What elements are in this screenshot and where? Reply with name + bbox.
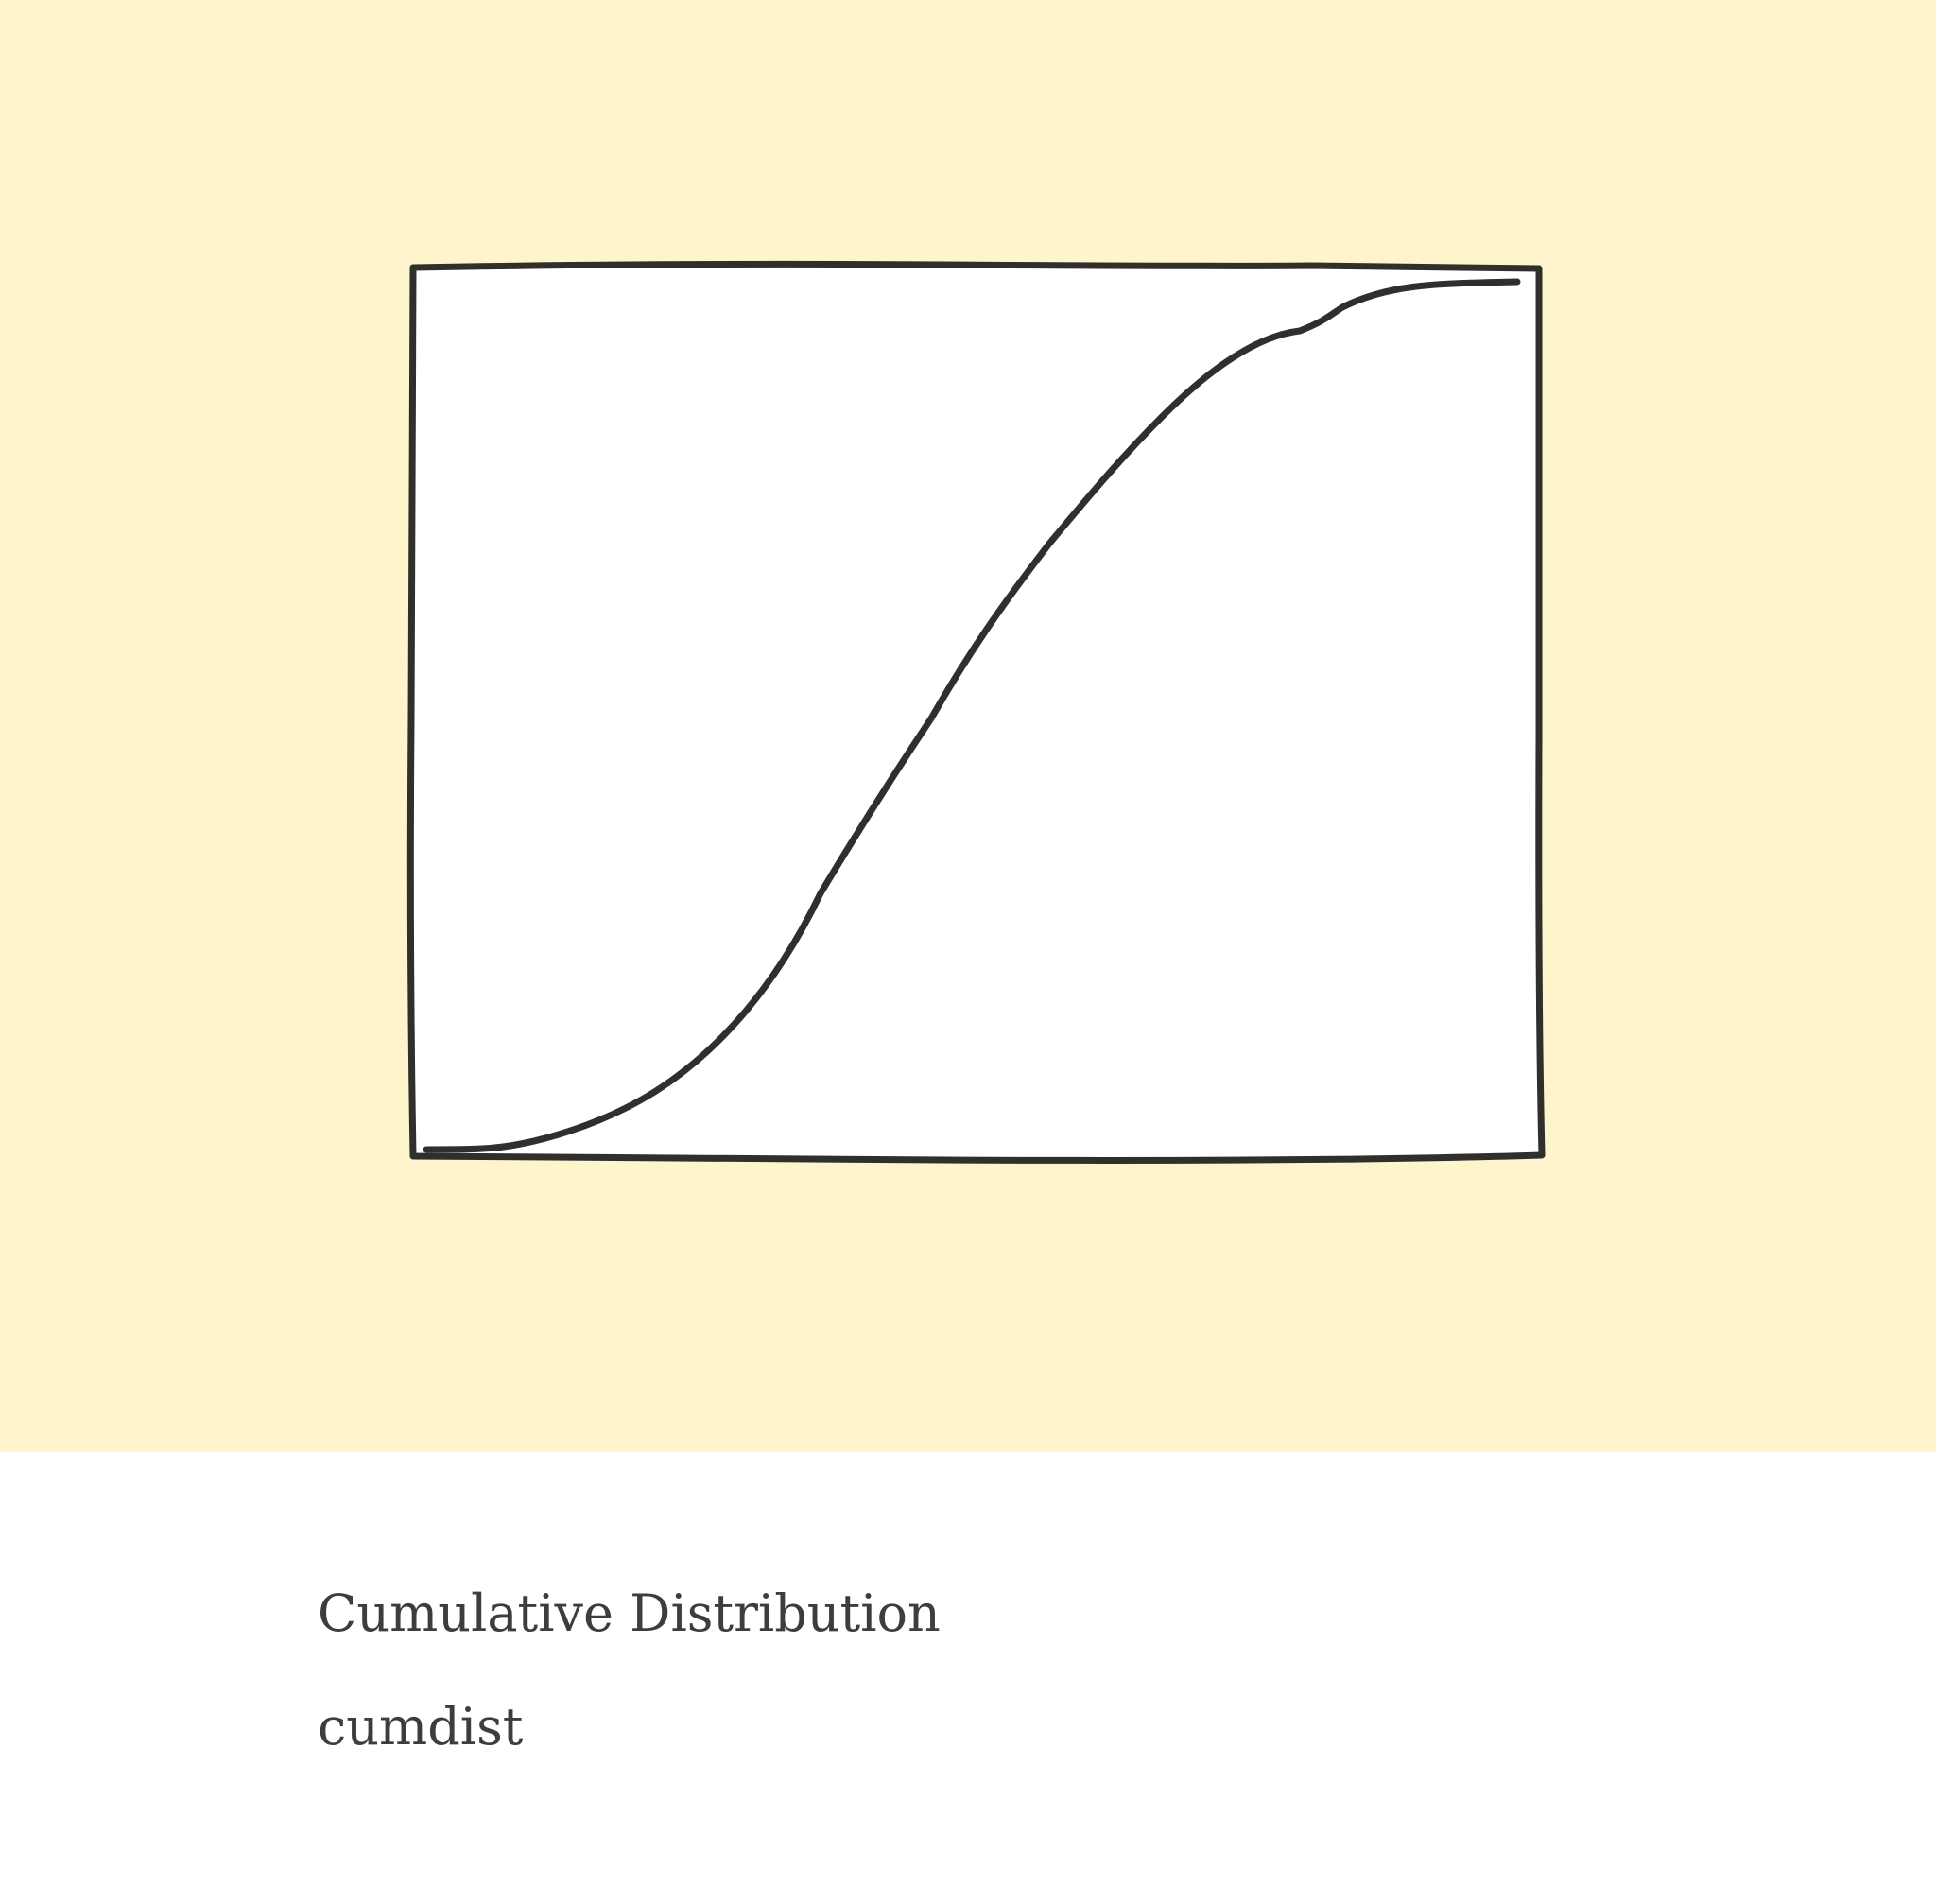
caption: Cumulative Distribution cumdist: [318, 1588, 1830, 1753]
illustration-panel: [0, 0, 1936, 1452]
card-slug: cumdist: [318, 1697, 524, 1757]
plot-frame: [406, 260, 1546, 1164]
cumulative-distribution-illustration: [406, 260, 1546, 1164]
card-title: Cumulative Distribution: [318, 1584, 941, 1643]
cumulative-curve: [423, 278, 1521, 1153]
